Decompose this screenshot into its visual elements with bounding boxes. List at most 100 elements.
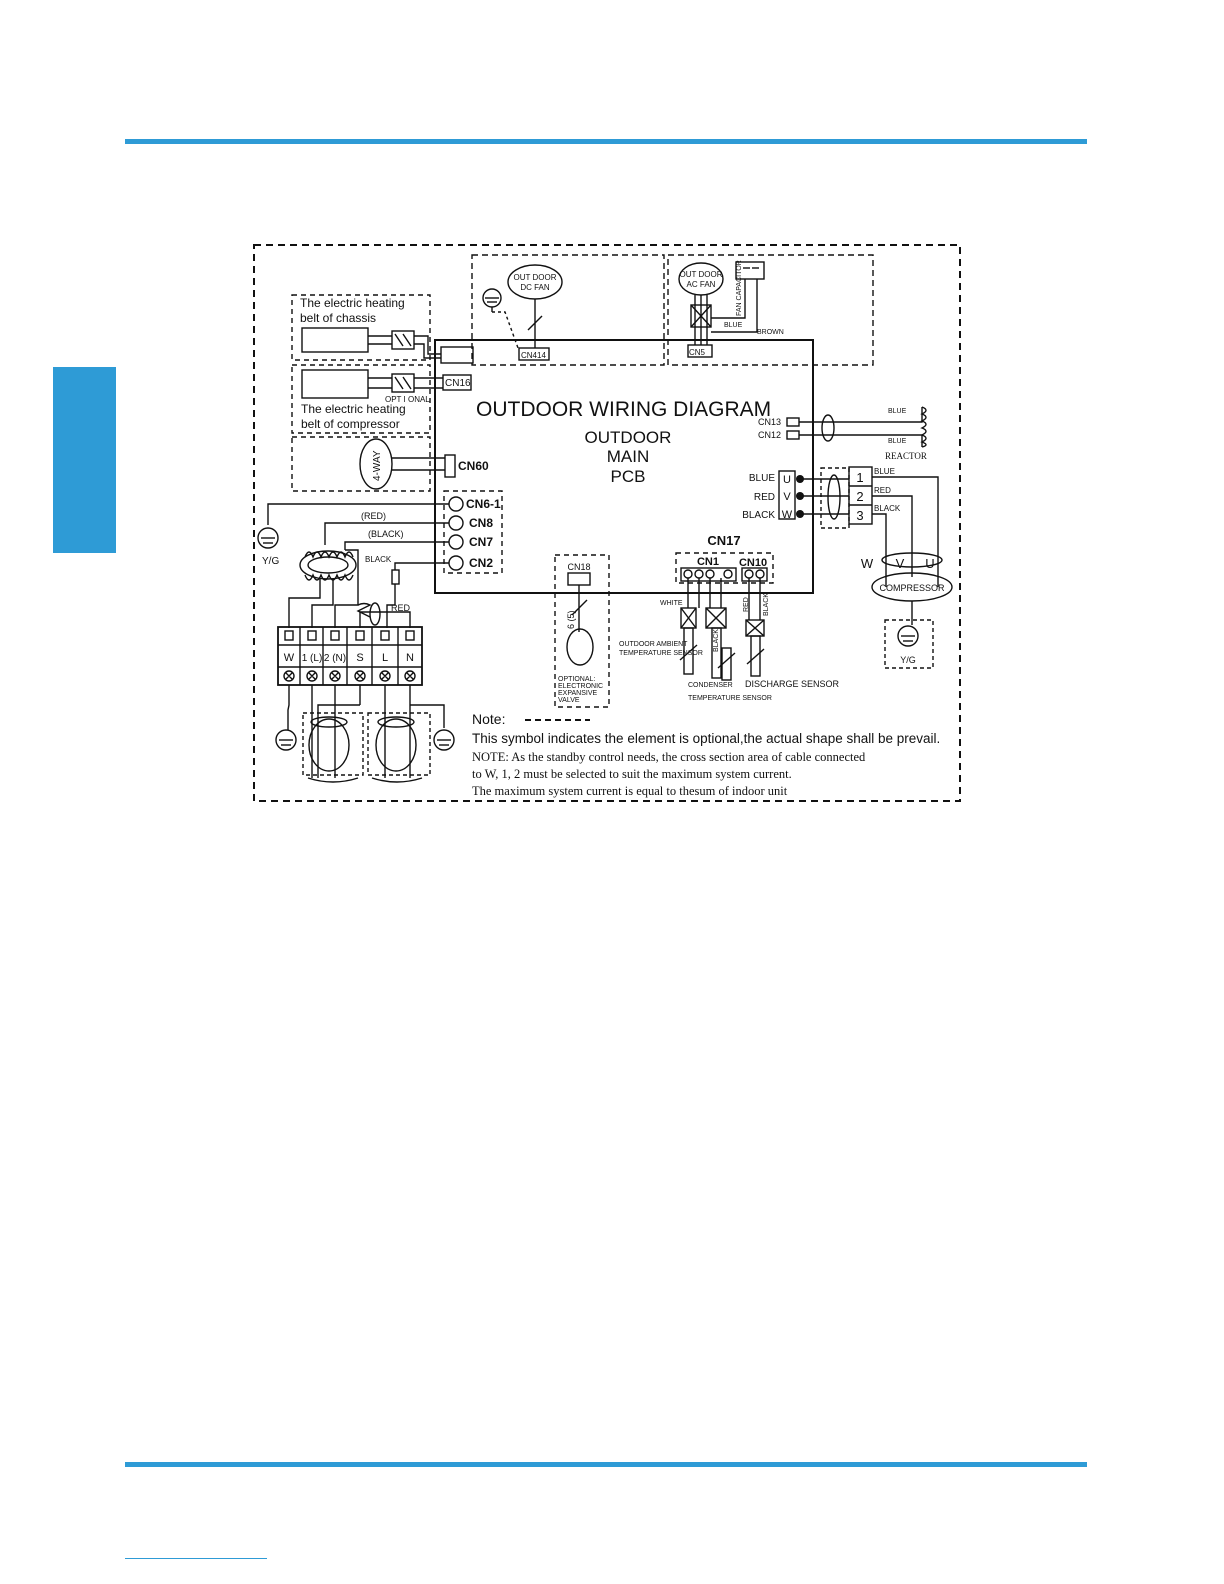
wire-red-paren: (RED) xyxy=(361,511,386,521)
cn414-connector xyxy=(518,347,550,361)
note-line-1: NOTE: As the standby control needs, the … xyxy=(472,750,866,764)
dc-fan-label-1: OUT DOOR xyxy=(514,273,557,282)
ac-fan-blue-wire: BLUE xyxy=(724,322,743,329)
discharge-sensor-label: DISCHARGE SENSOR xyxy=(745,679,840,689)
terminal-dividers xyxy=(299,627,399,685)
discharge-sensor xyxy=(750,635,761,677)
terminal-wire-blue: BLUE xyxy=(874,467,895,476)
yg-compressor-label: Y/G xyxy=(900,655,916,665)
terminal-l: L xyxy=(382,652,388,664)
white-wire-label: WHITE xyxy=(660,600,683,607)
cn12-label: CN12 xyxy=(758,430,781,440)
phase-blue: BLUE xyxy=(749,473,775,484)
cn7-label: CN7 xyxy=(469,535,493,549)
condenser-sensor-label-2: TEMPERATURE SENSOR xyxy=(688,695,772,702)
compressor-phase-v: V xyxy=(896,556,905,571)
cn2-label: CN2 xyxy=(469,556,493,570)
cn6-1-label: CN6-1 xyxy=(466,497,501,511)
condenser-temperature-sensor xyxy=(711,627,722,679)
reactor-coil xyxy=(920,406,927,448)
terminal-wire-red: RED xyxy=(874,486,891,495)
yg-ground-left-icon xyxy=(257,527,279,549)
ac-fan-block xyxy=(667,254,874,366)
reactor-wire-bottom: BLUE xyxy=(888,438,907,445)
compressor-heater-label-1: The electric heating xyxy=(301,402,406,416)
chassis-heater-element xyxy=(301,327,369,353)
cable-right xyxy=(375,718,417,772)
cn414-label: CN414 xyxy=(521,351,546,360)
cn10-red-wire: RED xyxy=(743,597,750,612)
cn18-label: CN18 xyxy=(567,562,590,572)
cn10-connector xyxy=(741,567,768,582)
eev-optional-4: VALVE xyxy=(558,697,580,704)
outdoor-ambient-sensor xyxy=(683,627,694,675)
section-side-tab xyxy=(53,367,116,553)
cn8-label: CN8 xyxy=(469,516,493,530)
footer-underline xyxy=(125,1558,267,1559)
terminal-1l: 1 (L) xyxy=(302,653,323,664)
compressor-label: COMPRESSOR xyxy=(879,583,945,593)
fan-capacitor xyxy=(735,261,765,280)
terminal-screws xyxy=(283,630,416,682)
chassis-heater-label-1: The electric heating xyxy=(300,296,405,310)
terminal-w: W xyxy=(284,652,295,664)
cn7-port xyxy=(448,534,464,550)
phase-u: U xyxy=(783,474,791,486)
terminal-number-2: 2 xyxy=(856,489,863,504)
cn5-connector xyxy=(687,344,713,358)
compressor-heater-block xyxy=(291,364,431,434)
chassis-heater-connector xyxy=(440,346,474,364)
wire-black-paren: (BLACK) xyxy=(368,529,404,539)
eev-block xyxy=(554,554,610,708)
wire-red-label: RED xyxy=(391,603,411,613)
cn13-connector xyxy=(786,417,800,427)
pcb-label-outdoor: OUTDOOR xyxy=(585,428,672,447)
terminal-number-1: 1 xyxy=(856,470,863,485)
cn17-block xyxy=(675,552,774,584)
cn60-connector xyxy=(444,454,456,478)
header-rule xyxy=(125,139,1087,144)
eev-optional-2: ELECTRONIC xyxy=(558,683,603,690)
reactor-wire-top: BLUE xyxy=(888,408,907,415)
cn-port-block xyxy=(443,490,503,574)
cn8-port xyxy=(448,515,464,531)
eev-optional-1: OPTIONAL: xyxy=(558,676,595,683)
eev-number: 6 (5) xyxy=(566,610,576,629)
main-pcb xyxy=(434,339,814,594)
cn12-connector xyxy=(786,430,800,440)
eev-optional-3: EXPANSIVE xyxy=(558,690,597,697)
dc-fan-motor xyxy=(507,264,563,300)
diagram-title: OUTDOOR WIRING DIAGRAM xyxy=(476,398,771,421)
cn6-1-port xyxy=(448,496,464,512)
compressor-heater-element xyxy=(301,369,369,399)
pcb-label-main: MAIN xyxy=(607,447,650,466)
phase-w: W xyxy=(782,509,793,521)
compressor-ground-icon xyxy=(897,625,919,647)
four-way-block xyxy=(291,436,431,492)
ac-fan-label-2: AC FAN xyxy=(687,280,716,289)
chassis-heater-label-2: belt of chassis xyxy=(300,311,376,325)
cn60-label: CN60 xyxy=(458,459,489,473)
cn10-label: CN10 xyxy=(739,557,767,569)
compressor-phase-u: U xyxy=(925,556,934,571)
cn5-label: CN5 xyxy=(689,348,706,357)
phase-v: V xyxy=(783,491,791,503)
cn16-connector xyxy=(442,374,472,391)
compressor-heater-label-2: belt of compressor xyxy=(301,417,400,431)
cn1-label: CN1 xyxy=(697,556,719,568)
compressor-phase-w: W xyxy=(861,556,874,571)
fan-capacitor-label: FAN CAPACITOR xyxy=(736,260,743,316)
four-way-valve xyxy=(359,438,393,490)
outdoor-sensor-label-2: TEMPERATURE SENSOR xyxy=(619,650,703,657)
terminal-wire-black: BLACK xyxy=(874,504,901,513)
note-line-2: to W, 1, 2 must be selected to suit the … xyxy=(472,767,792,781)
chassis-heater-block xyxy=(291,294,431,361)
ac-fan-label-1: OUT DOOR xyxy=(680,270,723,279)
terminal-2n: 2 (N) xyxy=(324,653,346,664)
cn18-connector xyxy=(567,572,591,586)
cn2-port xyxy=(448,555,464,571)
terminal-block xyxy=(277,626,423,686)
condenser-sensor-label-1: CONDENSER xyxy=(688,682,733,689)
cn17-label: CN17 xyxy=(707,533,740,548)
reactor-label: REACTOR xyxy=(885,451,927,461)
